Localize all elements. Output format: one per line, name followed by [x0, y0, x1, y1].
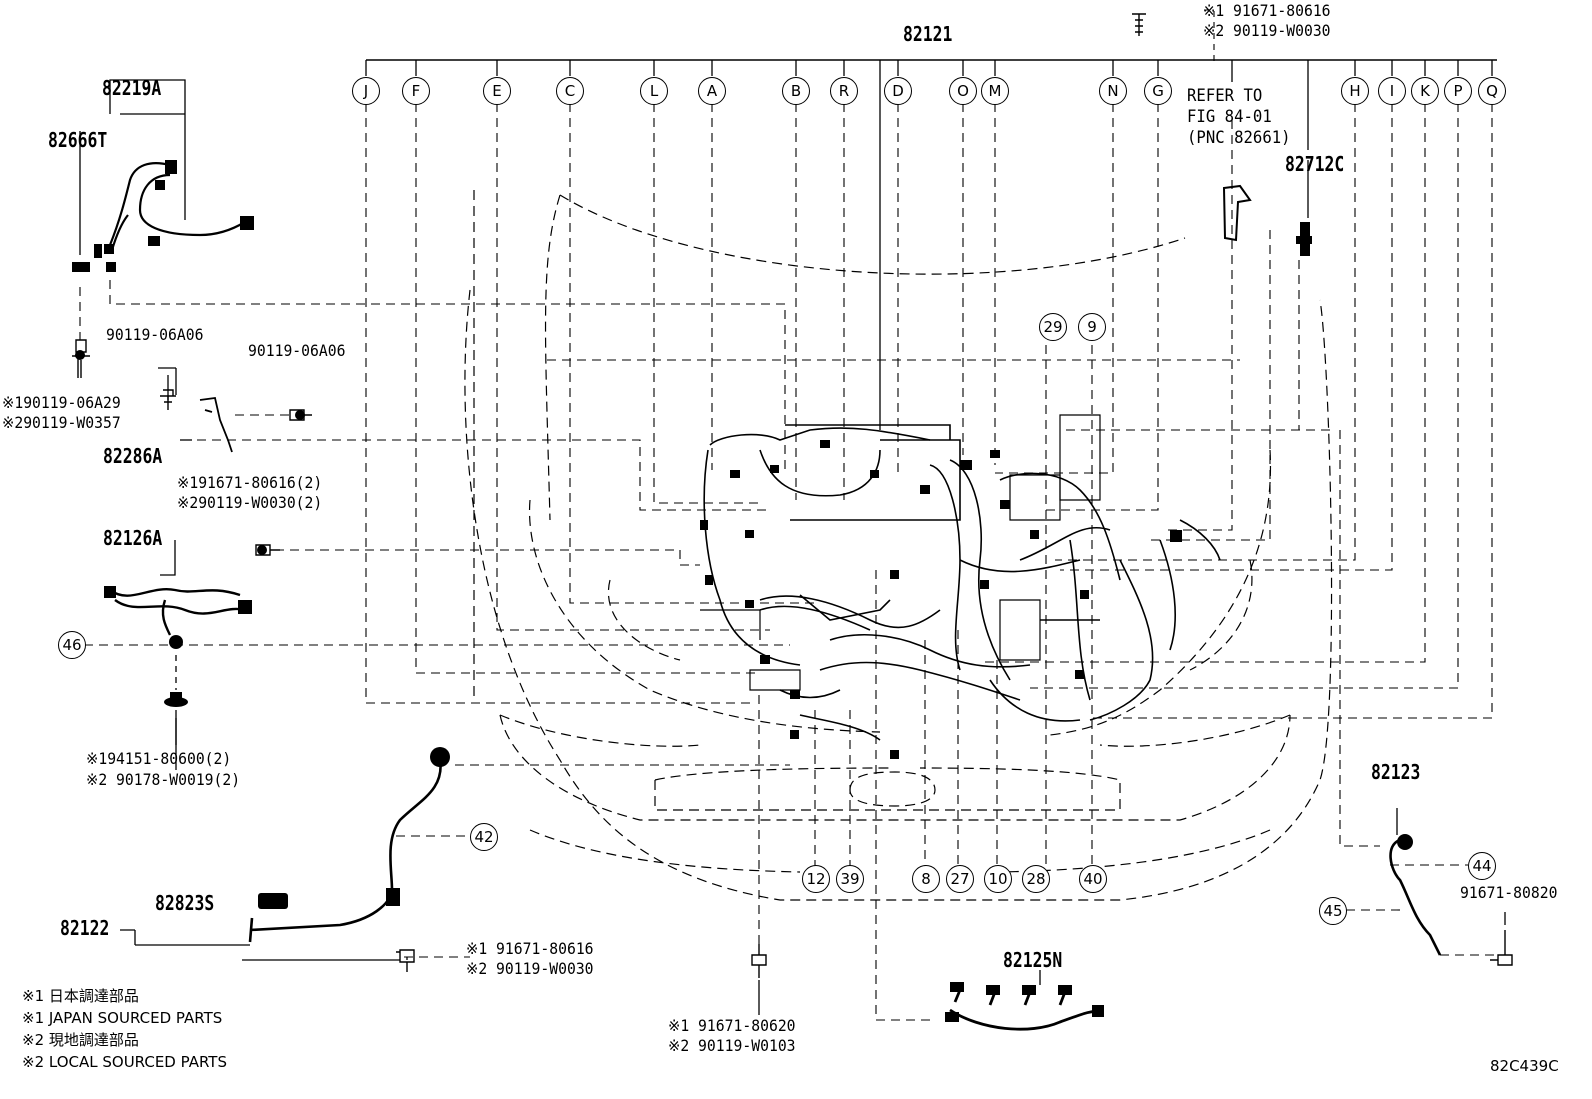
label-82219A: 82219A — [102, 76, 162, 100]
lower-left-bolt-part-2: ※2 90119-W0030 — [466, 959, 594, 978]
callout-12: 12 — [802, 865, 830, 893]
callout-45: 45 — [1319, 897, 1347, 925]
callout-9: 9 — [1078, 313, 1106, 341]
callout-46: 46 — [58, 631, 86, 659]
bracket-drops — [365, 60, 1493, 430]
top-bolt-part-1: ※1 91671-80616 — [1203, 1, 1331, 20]
legend-line2: ※1 JAPAN SOURCED PARTS — [22, 1009, 223, 1027]
vehicle-outline — [464, 190, 1333, 901]
callout-42: 42 — [470, 823, 498, 851]
engine-harness — [700, 414, 1221, 741]
center-bolt-part-1: ※1 91671-80620 — [668, 1016, 796, 1035]
clip-46 — [169, 635, 183, 649]
harness-82219A — [108, 162, 246, 251]
letter-callout-c: C — [556, 77, 584, 105]
label-82123: 82123 — [1371, 760, 1421, 784]
letter-callout-q: Q — [1478, 77, 1506, 105]
label-82712C: 82712C — [1285, 152, 1345, 176]
letter-callout-a: A — [698, 77, 726, 105]
letter-callout-g: G — [1144, 77, 1172, 105]
cable-82123 — [1389, 838, 1442, 956]
drawing-code: 82C439C — [1490, 1057, 1559, 1075]
letter-callout-f: F — [402, 77, 430, 105]
label-82125N: 82125N — [1003, 948, 1063, 972]
callout-29: 29 — [1039, 313, 1067, 341]
sensor-82712C — [1296, 222, 1312, 256]
bolt-a-part: 90119-06A06 — [106, 325, 204, 344]
letter-callout-j: J — [352, 77, 380, 105]
legend-line4: ※2 LOCAL SOURCED PARTS — [22, 1053, 227, 1071]
left-bolt-part-1: ※190119-06A29 — [2, 393, 121, 412]
letter-callout-h: H — [1341, 77, 1369, 105]
letter-callout-p: P — [1444, 77, 1472, 105]
refer-note-line1: REFER TO — [1187, 86, 1263, 106]
legend-line3: ※2 現地調達部品 — [22, 1031, 139, 1049]
letter-callout-e: E — [483, 77, 511, 105]
letter-callout-o: O — [949, 77, 977, 105]
bracket-bolts-part-2: ※290119-W0030(2) — [177, 493, 323, 512]
callout-39: 39 — [836, 865, 864, 893]
label-82121: 82121 — [903, 22, 953, 46]
letter-callout-m: M — [981, 77, 1009, 105]
cable-82122 — [248, 757, 442, 943]
label-82122: 82122 — [60, 916, 110, 940]
left-bolt-part-2: ※290119-W0357 — [2, 413, 121, 432]
top-bolt-part-2: ※2 90119-W0030 — [1203, 21, 1331, 40]
label-82286A: 82286A — [103, 444, 163, 468]
connector-82823S — [258, 893, 288, 909]
bracket-82219A — [79, 79, 186, 255]
bracket-82661 — [1222, 184, 1252, 242]
connectors — [700, 440, 1182, 759]
letter-callout-i: I — [1378, 77, 1406, 105]
label-82823S: 82823S — [155, 891, 215, 915]
letter-callout-b: B — [782, 77, 810, 105]
right-bolt-part: 91671-80820 — [1460, 883, 1558, 902]
letter-callout-l: L — [640, 77, 668, 105]
callout-28: 28 — [1022, 865, 1050, 893]
letter-callout-r: R — [830, 77, 858, 105]
callout-27: 27 — [946, 865, 974, 893]
clip-part-2: ※2 90178-W0019(2) — [86, 770, 241, 789]
callout-40: 40 — [1079, 865, 1107, 893]
harness-82219A-connectors — [72, 160, 254, 272]
bracket-82286A — [199, 396, 233, 453]
letter-callout-k: K — [1411, 77, 1439, 105]
harness-82126A — [109, 587, 246, 636]
letter-callout-n: N — [1099, 77, 1127, 105]
label-82666T: 82666T — [48, 128, 108, 152]
harness-82125N — [949, 989, 1101, 1031]
bracket-bolts-part-1: ※191671-80616(2) — [177, 473, 323, 492]
callout-10: 10 — [984, 865, 1012, 893]
label-82126A: 82126A — [103, 526, 163, 550]
letter-callout-d: D — [884, 77, 912, 105]
clip-part-1: ※194151-80600(2) — [86, 749, 232, 768]
center-bolt-part-2: ※2 90119-W0103 — [668, 1036, 796, 1055]
callout-8: 8 — [912, 865, 940, 893]
refer-note-line2: FIG 84-01 — [1187, 107, 1272, 127]
refer-note-line3: (PNC 82661) — [1187, 128, 1291, 148]
bolt-b-part: 90119-06A06 — [248, 341, 346, 360]
callout-44: 44 — [1468, 852, 1496, 880]
legend-line1: ※1 日本調達部品 — [22, 987, 139, 1005]
lower-left-bolt-part-1: ※1 91671-80616 — [466, 939, 594, 958]
